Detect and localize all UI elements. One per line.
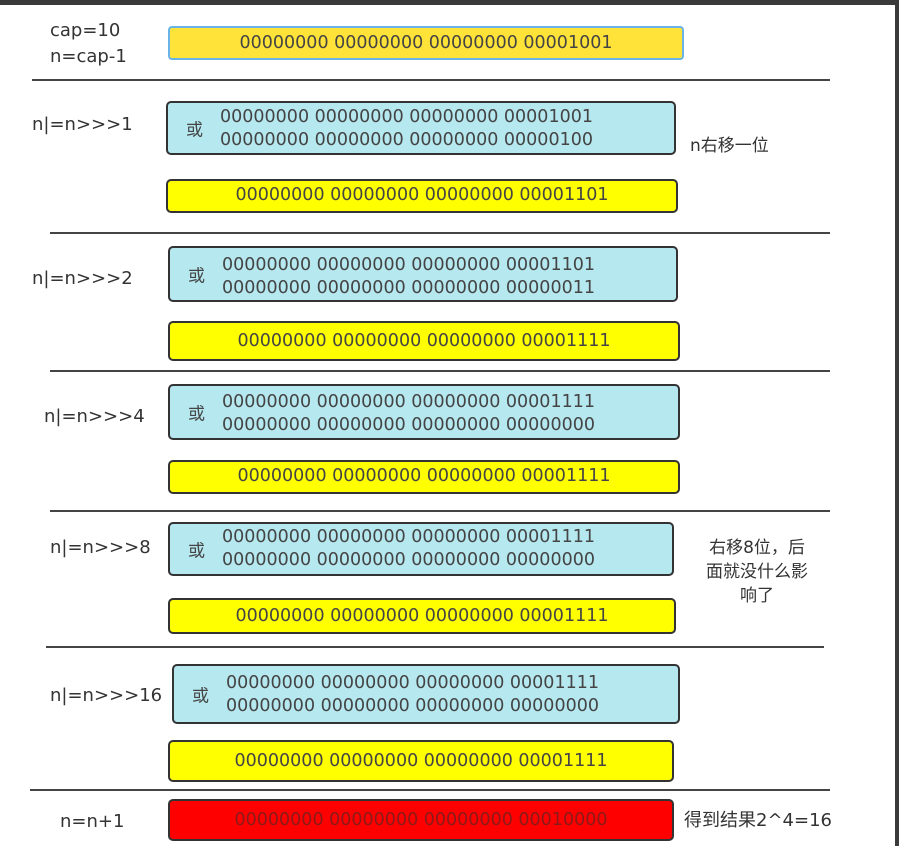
operand-a: 00000000 00000000 00000000 00001111 <box>226 673 599 693</box>
result-value: 00000000 00000000 00000000 00001111 <box>234 751 608 771</box>
result-box: 00000000 00000000 00000000 00001111 <box>168 740 674 782</box>
result-value: 00000000 00000000 00000000 00001101 <box>235 185 609 205</box>
note-line: 右移8位，后 <box>709 538 805 558</box>
or-symbol: 或 <box>188 404 205 425</box>
step-label: n|=n>>>8 <box>50 537 151 558</box>
result-box: 00000000 00000000 00000000 00001111 <box>168 460 680 494</box>
operand-b: 00000000 00000000 00000000 00000011 <box>222 278 595 298</box>
result-value: 00000000 00000000 00000000 00001111 <box>237 466 611 486</box>
step-label: n|=n>>>1 <box>32 114 133 135</box>
result-value: 00000000 00000000 00000000 00001111 <box>235 606 609 626</box>
right-border <box>895 0 899 846</box>
step-label: n|=n>>>16 <box>50 685 163 706</box>
or-operands-box: 或 00000000 00000000 00000000 00001111 00… <box>172 664 680 724</box>
separator <box>50 370 830 372</box>
or-operands-box: 或 00000000 00000000 00000000 00001001 00… <box>166 101 676 155</box>
or-operands-box: 或 00000000 00000000 00000000 00001111 00… <box>168 384 680 440</box>
step-label: n|=n>>>4 <box>44 406 145 427</box>
step-note: n右移一位 <box>690 136 769 156</box>
or-symbol: 或 <box>192 686 209 707</box>
note-line: 面就没什么影 <box>706 562 808 582</box>
operand-b: 00000000 00000000 00000000 00000000 <box>226 696 599 716</box>
or-symbol: 或 <box>186 120 203 141</box>
operand-b: 00000000 00000000 00000000 00000000 <box>222 550 595 570</box>
operand-b: 00000000 00000000 00000000 00000100 <box>220 130 593 150</box>
result-box: 00000000 00000000 00000000 00001111 <box>168 321 680 361</box>
separator <box>30 789 830 791</box>
cap-label: cap=10 <box>50 20 121 41</box>
step-label: n|=n>>>2 <box>32 268 133 289</box>
result-value: 00000000 00000000 00000000 00001111 <box>237 331 611 351</box>
separator <box>50 510 830 512</box>
n-assign-label: n=cap-1 <box>50 46 127 67</box>
separator <box>32 79 830 81</box>
operand-b: 00000000 00000000 00000000 00000000 <box>222 415 595 435</box>
or-symbol: 或 <box>188 541 205 562</box>
final-value-box: 00000000 00000000 00000000 00010000 <box>168 799 674 841</box>
final-value: 00000000 00000000 00000000 00010000 <box>234 810 608 830</box>
separator <box>50 232 830 234</box>
operand-a: 00000000 00000000 00000000 00001101 <box>222 255 595 275</box>
initial-value: 00000000 00000000 00000000 00001001 <box>239 33 613 53</box>
separator <box>46 646 824 648</box>
result-box: 00000000 00000000 00000000 00001111 <box>168 598 676 634</box>
or-operands-box: 或 00000000 00000000 00000000 00001111 00… <box>168 522 674 576</box>
step-note: 右移8位，后 面就没什么影 响了 <box>694 536 820 608</box>
note-line: 响了 <box>740 586 774 606</box>
or-operands-box: 或 00000000 00000000 00000000 00001101 00… <box>168 246 678 302</box>
operand-a: 00000000 00000000 00000000 00001111 <box>222 527 595 547</box>
initial-value-box: 00000000 00000000 00000000 00001001 <box>168 26 684 60</box>
top-border <box>0 0 899 5</box>
operand-a: 00000000 00000000 00000000 00001001 <box>220 107 593 127</box>
operand-a: 00000000 00000000 00000000 00001111 <box>222 392 595 412</box>
final-note: 得到结果2^4=16 <box>684 810 832 831</box>
or-symbol: 或 <box>188 266 205 287</box>
final-label: n=n+1 <box>60 811 125 832</box>
result-box: 00000000 00000000 00000000 00001101 <box>166 179 678 213</box>
